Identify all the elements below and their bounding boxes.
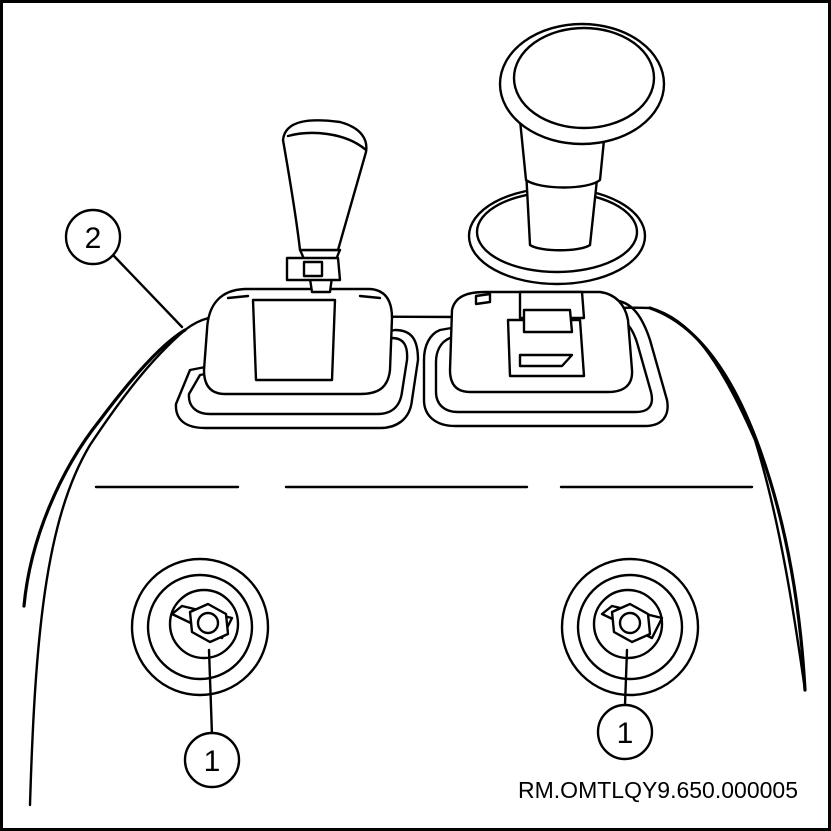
right-joystick-boot bbox=[448, 290, 634, 394]
right-joystick-bezel-inner bbox=[434, 314, 654, 414]
left-lever-grip-cap bbox=[286, 131, 368, 152]
right-fastener-assembly bbox=[560, 557, 700, 697]
left-lever-boot-center bbox=[251, 298, 337, 382]
right-joystick-knob bbox=[498, 22, 666, 146]
left-lever-collar-detail bbox=[302, 260, 324, 278]
left-lever-boot bbox=[202, 287, 394, 396]
console-outer-edge bbox=[22, 328, 187, 608]
left-fastener-assembly bbox=[130, 557, 270, 697]
callout-1-left: 1 bbox=[183, 731, 241, 789]
left-lever-grip bbox=[281, 119, 368, 252]
callout-1-left-label: 1 bbox=[204, 745, 221, 778]
console-outline bbox=[28, 306, 807, 807]
left-lever-boot-groove-left bbox=[226, 294, 382, 300]
left-lever-bezel-inner bbox=[187, 336, 409, 416]
figure-reference-code: RM.OMTLQY9.650.000005 bbox=[518, 777, 798, 803]
diagram-drawing: 1 1 2 bbox=[22, 22, 807, 807]
right-joystick-shaft bbox=[524, 168, 600, 252]
callout-2-label: 2 bbox=[85, 222, 102, 255]
callout-1-right-leader bbox=[623, 648, 629, 707]
left-lever-collar bbox=[285, 256, 342, 282]
right-joystick-bezel bbox=[422, 298, 669, 428]
callout-2: 2 bbox=[64, 208, 122, 266]
callout-1-left-leader bbox=[207, 648, 214, 737]
left-hex-nut bbox=[188, 602, 230, 644]
right-joystick-linkage-block bbox=[522, 308, 574, 334]
callout-1-right: 1 bbox=[596, 703, 654, 761]
left-lever-bezel bbox=[174, 328, 420, 430]
right-joystick-gate-slot bbox=[518, 353, 574, 368]
callout-2-leader bbox=[112, 254, 184, 329]
console-right-edge bbox=[648, 306, 807, 692]
callout-1-right-label: 1 bbox=[617, 717, 634, 750]
right-joystick-gate-tab bbox=[474, 292, 492, 306]
right-hex-nut bbox=[610, 602, 652, 644]
right-joystick-knob-top bbox=[512, 26, 656, 130]
